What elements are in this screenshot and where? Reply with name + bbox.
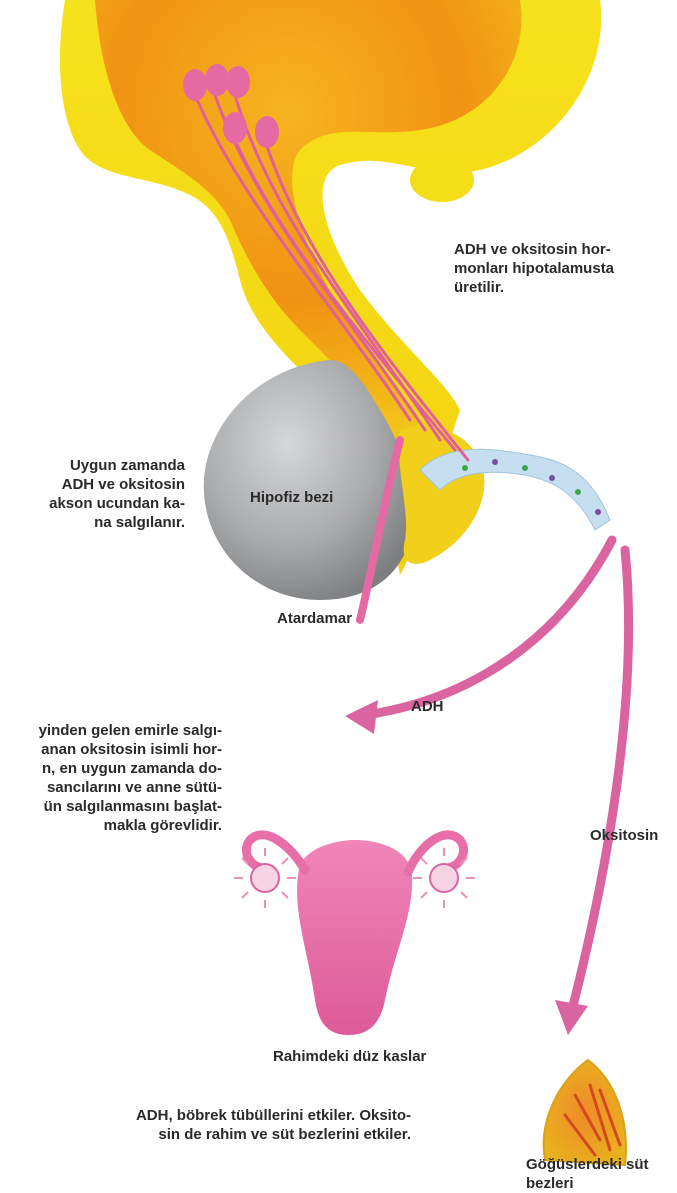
oxytocin-arrow xyxy=(572,550,629,1010)
uterus-label: Rahimdeki düz kaslar xyxy=(273,1047,426,1066)
artery-label: Atardamar xyxy=(277,609,352,628)
oxytocin-label: Oksitosin xyxy=(590,826,658,845)
pituitary-label: Hipofiz bezi xyxy=(250,488,333,507)
effects-note: ADH, böbrek tübüllerini etkiler. Oksito-… xyxy=(136,1106,411,1144)
adh-arrowhead xyxy=(345,700,378,734)
mammary-label: Göğüslerdeki süt bezleri xyxy=(526,1155,649,1193)
mammary-gland xyxy=(544,1060,626,1165)
uterus xyxy=(234,835,475,1035)
adh-label: ADH xyxy=(411,697,444,716)
oxytocin-arrowhead xyxy=(555,1000,588,1035)
small-lobe xyxy=(410,158,474,202)
oxytocin-note: yinden gelen emirle salgı- anan oksitosi… xyxy=(39,721,222,835)
axon-release-note: Uygun zamanda ADH ve oksitosin akson ucu… xyxy=(49,456,185,532)
hypothalamus-note: ADH ve oksitosin hor- monları hipotalamu… xyxy=(454,240,614,297)
